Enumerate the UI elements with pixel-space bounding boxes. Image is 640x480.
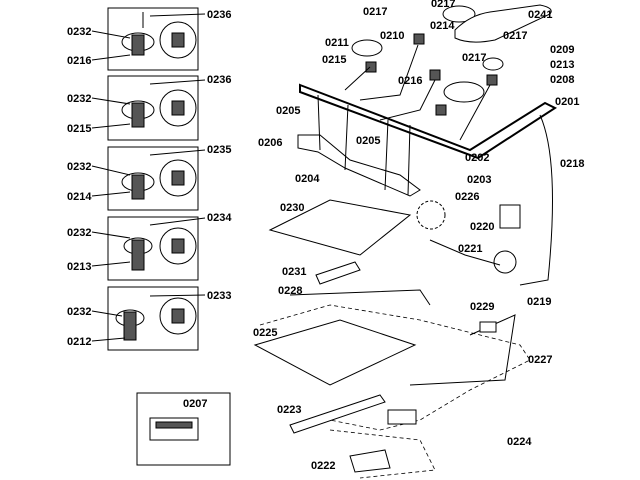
valve-box-5 bbox=[91, 286, 206, 351]
label-part: 0211 bbox=[325, 37, 349, 49]
burner-assembly bbox=[351, 4, 552, 116]
label-part: 0217 bbox=[503, 30, 527, 42]
label-part: 0223 bbox=[277, 404, 301, 416]
label-screw: 0236 bbox=[207, 74, 231, 86]
label-part: 0225 bbox=[253, 327, 277, 339]
oven-parts bbox=[253, 199, 531, 479]
label-screw: 0233 bbox=[207, 290, 231, 302]
label-part: 0202 bbox=[465, 152, 489, 164]
label-cap: 0232 bbox=[67, 26, 91, 38]
label-part: 0219 bbox=[527, 296, 551, 308]
label-cap: 0232 bbox=[67, 306, 91, 318]
spark-module-box bbox=[136, 392, 231, 466]
label-screw: 0235 bbox=[207, 144, 231, 156]
label-valve: 0216 bbox=[67, 55, 91, 67]
label-screw: 0234 bbox=[207, 212, 232, 224]
label-part: 0204 bbox=[295, 173, 320, 185]
label-part: 0208 bbox=[550, 74, 574, 86]
label-spark-module: 0207 bbox=[183, 398, 207, 410]
valve-box-3 bbox=[91, 146, 206, 211]
broil-pan bbox=[253, 319, 417, 386]
label-part: 0228 bbox=[278, 285, 302, 297]
label-part: 0216 bbox=[398, 75, 422, 87]
label-part: 0224 bbox=[507, 436, 532, 448]
valve-box-1 bbox=[91, 7, 206, 71]
label-part: 0205 bbox=[276, 105, 300, 117]
label-part: 0213 bbox=[550, 59, 574, 71]
burner-bracket bbox=[297, 134, 421, 197]
label-part: 0210 bbox=[380, 30, 404, 42]
label-part: 0220 bbox=[470, 221, 494, 233]
label-part: 0222 bbox=[311, 460, 335, 472]
igniter bbox=[315, 261, 361, 285]
label-part: 0229 bbox=[470, 301, 494, 313]
label-part: 0226 bbox=[455, 191, 479, 203]
label-part: 0205 bbox=[356, 135, 380, 147]
label-part: 0206 bbox=[258, 137, 282, 149]
label-cap: 0232 bbox=[67, 161, 91, 173]
label-valve: 0212 bbox=[67, 336, 91, 348]
label-part: 0217 bbox=[462, 52, 486, 64]
label-part: 0241 bbox=[528, 9, 552, 21]
griddle-cover bbox=[454, 4, 552, 43]
valve-box-2 bbox=[91, 75, 206, 141]
label-part: 0231 bbox=[282, 266, 306, 278]
label-part: 0201 bbox=[555, 96, 579, 108]
label-cap: 0232 bbox=[67, 93, 91, 105]
label-part: 0218 bbox=[560, 158, 584, 170]
valve-box-4 bbox=[91, 216, 206, 281]
label-part: 0215 bbox=[322, 54, 346, 66]
label-part: 0221 bbox=[458, 243, 482, 255]
label-part: 0209 bbox=[550, 44, 574, 56]
label-valve: 0214 bbox=[67, 191, 92, 203]
label-part: 0217 bbox=[363, 6, 387, 18]
label-part: 0217 bbox=[431, 0, 455, 10]
labels: 0236 0232 0216 0236 0232 0215 0235 0232 … bbox=[67, 0, 584, 472]
gas-manifold bbox=[297, 44, 558, 286]
label-part: 0214 bbox=[430, 20, 455, 32]
label-part: 0227 bbox=[528, 354, 552, 366]
label-part: 0203 bbox=[467, 174, 491, 186]
label-valve: 0213 bbox=[67, 261, 91, 273]
label-cap: 0232 bbox=[67, 227, 91, 239]
label-screw: 0236 bbox=[207, 9, 231, 21]
burner-baffle bbox=[268, 199, 412, 256]
label-valve: 0215 bbox=[67, 123, 91, 135]
label-part: 0230 bbox=[280, 202, 304, 214]
